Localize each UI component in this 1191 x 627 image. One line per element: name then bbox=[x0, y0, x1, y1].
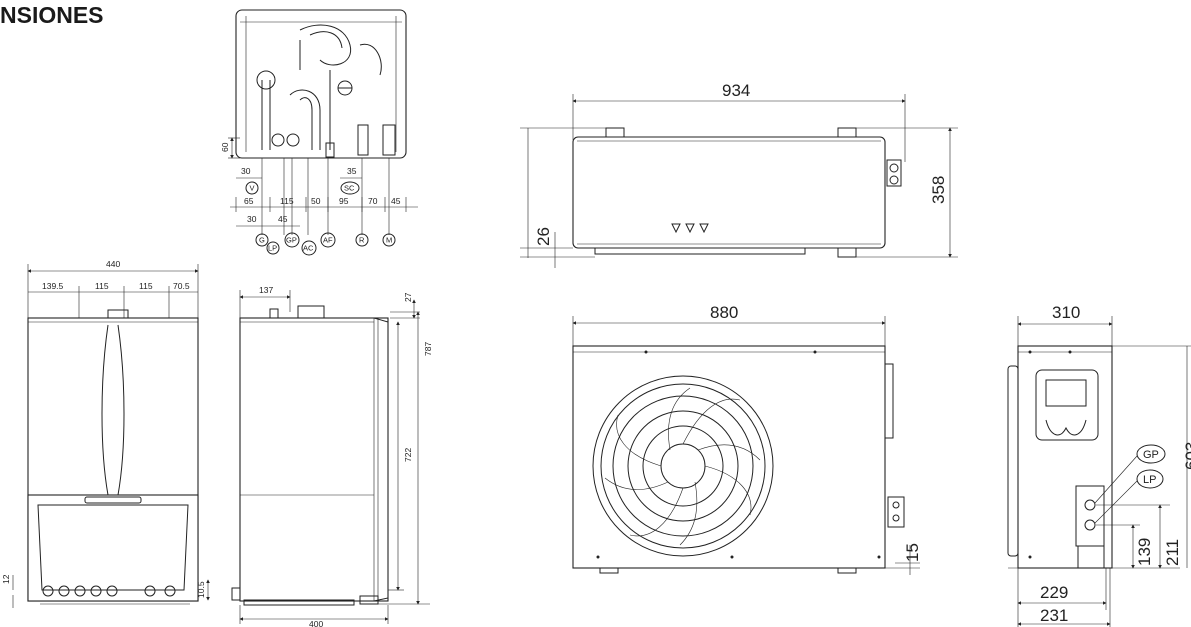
label-sc: SC bbox=[344, 184, 355, 193]
dim-27: 27 bbox=[403, 292, 413, 302]
dim-115-a: 115 bbox=[95, 281, 109, 291]
label-ac: AC bbox=[303, 244, 314, 253]
front-lower-panel bbox=[27, 494, 199, 602]
page-title: NSIONES bbox=[0, 2, 104, 28]
connector-gp bbox=[286, 133, 300, 147]
outdoor-unit-front: 880 15 bbox=[572, 303, 922, 575]
dim-880: 880 bbox=[710, 303, 738, 322]
dim-139-5: 139.5 bbox=[42, 281, 64, 291]
label-lp: LP bbox=[268, 244, 277, 253]
top-foot-3 bbox=[837, 247, 857, 258]
dim-45-row2: 45 bbox=[278, 214, 288, 224]
front-groove bbox=[101, 324, 109, 496]
dim-934: 934 bbox=[722, 81, 750, 100]
front-top-connector bbox=[107, 309, 129, 319]
outdoor-front-body bbox=[572, 345, 886, 569]
connector-top-left bbox=[256, 70, 276, 90]
dim-12: 12 bbox=[1, 574, 11, 584]
label-g: G bbox=[259, 236, 265, 245]
dim-115-b: 115 bbox=[139, 281, 153, 291]
label-sc-circle bbox=[340, 181, 360, 195]
airflow-arrow-2 bbox=[685, 223, 695, 234]
pipe-ac bbox=[289, 89, 321, 150]
connector-r bbox=[357, 124, 369, 156]
top-foot-1 bbox=[605, 127, 625, 138]
dim-139: 139 bbox=[1135, 538, 1154, 566]
side-label-gp: GP bbox=[1143, 449, 1159, 461]
indoor-side-body bbox=[239, 317, 389, 602]
top-foot-2 bbox=[837, 127, 857, 138]
fan-guard-outer bbox=[592, 375, 774, 557]
outdoor-unit-side: 310 GP LP 211 139 603 bbox=[1007, 303, 1191, 627]
label-v: V bbox=[250, 184, 255, 193]
dim-400: 400 bbox=[309, 619, 323, 627]
dim-30-top: 30 bbox=[241, 166, 251, 176]
indoor-unit-side: 137 27 722 787 400 bbox=[231, 285, 433, 627]
label-gp-circle bbox=[284, 232, 300, 248]
dim-358: 358 bbox=[929, 176, 948, 204]
dim-229: 229 bbox=[1040, 583, 1068, 602]
connector-m bbox=[382, 124, 396, 156]
dim-310: 310 bbox=[1052, 303, 1080, 322]
dim-70-5: 70.5 bbox=[173, 281, 190, 291]
dim-45: 45 bbox=[391, 196, 401, 206]
label-gp: GP bbox=[286, 236, 297, 245]
label-lp-oval bbox=[1136, 469, 1164, 489]
airflow-arrow-3 bbox=[699, 223, 709, 234]
indoor-unit-front: 440 139.5 115 115 70.5 12 10.5 bbox=[1, 259, 210, 608]
outdoor-side-body bbox=[1017, 345, 1113, 569]
dim-115: 115 bbox=[280, 196, 294, 206]
label-gp-oval bbox=[1136, 444, 1166, 464]
label-v-circle bbox=[245, 181, 259, 195]
dim-15: 15 bbox=[903, 543, 922, 562]
dim-65: 65 bbox=[244, 196, 254, 206]
side-label-lp: LP bbox=[1143, 474, 1156, 486]
connector-lp bbox=[271, 133, 285, 147]
label-r: R bbox=[359, 236, 365, 245]
label-af-circle bbox=[320, 232, 336, 248]
dim-137: 137 bbox=[259, 285, 273, 295]
label-r-circle bbox=[355, 233, 369, 247]
label-af: AF bbox=[323, 236, 333, 245]
dim-50: 50 bbox=[311, 196, 321, 206]
dim-side-height: 603 bbox=[1182, 442, 1191, 470]
front-valves bbox=[887, 496, 905, 528]
dim-35: 35 bbox=[347, 166, 357, 176]
side-top-fitting bbox=[297, 305, 325, 319]
dim-60: 60 bbox=[220, 142, 230, 152]
dim-787: 787 bbox=[423, 342, 433, 356]
side-handle-recess bbox=[1035, 369, 1099, 441]
label-ac-circle bbox=[301, 240, 317, 256]
connections-view: 60 30 V 35 SC 65 115 50 95 70 45 30 45 bbox=[220, 9, 418, 256]
dim-26: 26 bbox=[534, 227, 553, 246]
dim-231: 231 bbox=[1040, 606, 1068, 625]
side-grille-edge bbox=[1007, 365, 1019, 557]
dim-722: 722 bbox=[403, 448, 413, 462]
dim-70: 70 bbox=[368, 196, 378, 206]
dim-30-row2: 30 bbox=[247, 214, 257, 224]
label-m-circle bbox=[382, 233, 396, 247]
dim-211: 211 bbox=[1163, 539, 1182, 566]
outdoor-top-body bbox=[572, 136, 886, 249]
fan-blades bbox=[604, 387, 761, 546]
outdoor-unit-top: 934 358 26 bbox=[520, 81, 958, 268]
label-lp-circle bbox=[266, 241, 280, 255]
dim-10-5: 10.5 bbox=[196, 581, 206, 598]
label-g-circle bbox=[255, 233, 269, 247]
airflow-arrow-1 bbox=[671, 223, 681, 234]
label-m: M bbox=[386, 236, 392, 245]
top-grille-edge bbox=[594, 247, 806, 255]
dim-440: 440 bbox=[106, 259, 120, 269]
dim-95: 95 bbox=[339, 196, 349, 206]
pipe-curve-1 bbox=[299, 24, 352, 66]
indoor-unit-bottom-outline bbox=[235, 9, 407, 159]
top-valves bbox=[886, 159, 902, 187]
